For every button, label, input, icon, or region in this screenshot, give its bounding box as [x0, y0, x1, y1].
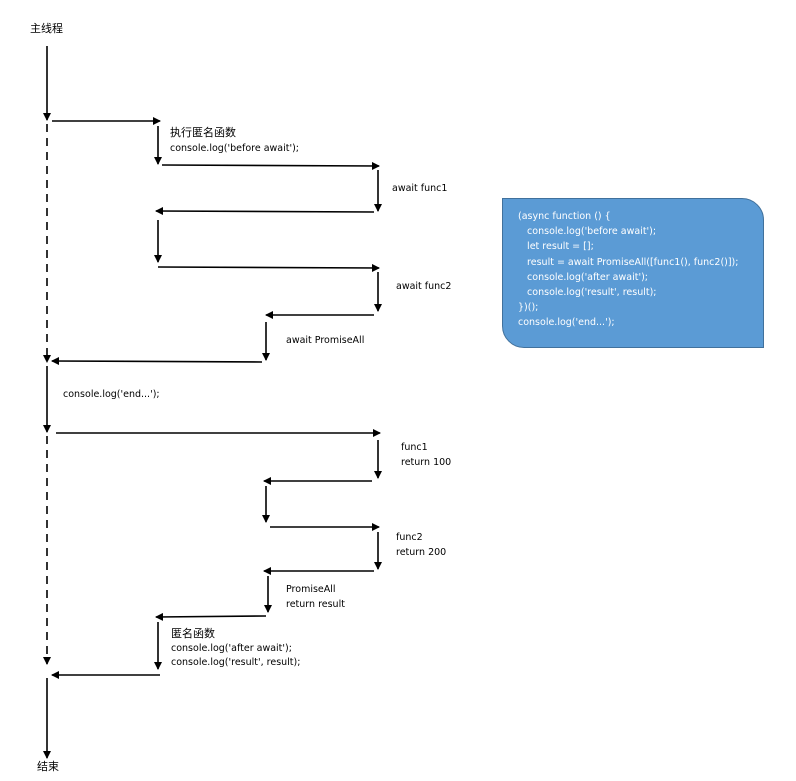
before-await-label: console.log('before await'); [170, 143, 300, 154]
code-line: console.log('after await'); [518, 271, 648, 283]
func2-return-label: return 200 [396, 547, 447, 558]
code-line: console.log('before await'); [518, 226, 657, 238]
code-line: console.log('result', result); [518, 287, 657, 299]
code-line: result = await PromiseAll([func1(), func… [518, 256, 739, 268]
func2-label: func2 [396, 532, 423, 543]
anonymous-label: 匿名函数 [171, 627, 215, 640]
code-line: (async function () { [518, 211, 611, 222]
await-func2-label: await func2 [396, 281, 452, 292]
code-line: console.log('end...'); [518, 317, 615, 329]
promiseall-label: PromiseAll [286, 584, 336, 595]
log-end-label: console.log('end...'); [63, 389, 160, 400]
code-lines: (async function () { console.log('before… [518, 209, 738, 331]
func1-return-label: return 100 [401, 457, 452, 468]
arrow-to-func2 [157, 263, 380, 272]
promiseall-return-label: return result [286, 599, 345, 610]
code-line: let result = []; [518, 241, 594, 253]
after-await-label: console.log('after await'); [171, 643, 292, 654]
arrow-back-to-main-1 [51, 357, 263, 366]
await-func1-label: await func1 [392, 183, 448, 194]
func1-label: func1 [401, 442, 428, 453]
arrow-to-func1 [161, 161, 380, 170]
await-promiseall-label: await PromiseAll [286, 335, 365, 346]
main-thread-label: 主线程 [30, 22, 63, 35]
arrow-to-anonymous-resume [155, 612, 267, 621]
end-label: 结束 [37, 760, 59, 773]
code-line: })(); [518, 302, 539, 314]
code-box: (async function () { console.log('before… [502, 198, 764, 348]
log-result-label: console.log('result', result); [171, 657, 301, 668]
arrow-back-from-func1 [155, 207, 375, 216]
exec-anonymous-label: 执行匿名函数 [170, 126, 236, 139]
